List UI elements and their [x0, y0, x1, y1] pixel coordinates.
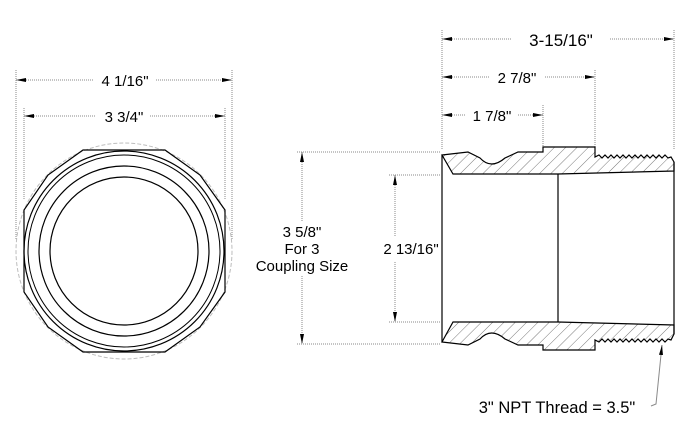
- end-view-extension-lines: [15, 70, 233, 240]
- inner-height-label: 2 13/16": [383, 241, 438, 258]
- groove-ring: [38, 165, 210, 337]
- outer-ring: [23, 150, 225, 352]
- flat-width-dimension: 3 3/4": [24, 109, 225, 126]
- npt-thread-label: 3" NPT Thread = 3.5": [479, 399, 636, 417]
- overall-length-label: 3-15/16": [529, 31, 593, 50]
- inner-height-dimension: 2 13/16": [383, 175, 439, 322]
- side-view-extension-lines: [297, 30, 675, 345]
- coupling-size-note: Coupling Size: [256, 258, 349, 275]
- bottom-wall-section: [441, 321, 675, 351]
- thread-start-label: 2 7/8": [498, 70, 537, 87]
- coupling-cross-section: [441, 146, 675, 351]
- overall-width-dimension: 4 1/16": [16, 73, 232, 90]
- thread-ring: [27, 154, 221, 348]
- overall-length-dimension: 3-15/16": [442, 31, 674, 50]
- outer-height-dimension: 3 5/8" For 3 Coupling Size: [256, 152, 349, 344]
- groove-step-label: 1 7/8": [473, 108, 512, 125]
- bore-circle: [49, 176, 199, 326]
- thread-start-dimension: 2 7/8": [442, 70, 595, 87]
- outer-height-label: 3 5/8": [283, 224, 322, 241]
- side-view: 3-15/16" 2 7/8" 1 7/8" 3 5/8" For 3 Coup…: [256, 30, 675, 417]
- groove-step-dimension: 1 7/8": [442, 108, 543, 125]
- phantom-outer-circle: [15, 142, 233, 360]
- outer-height-note: For 3: [284, 241, 319, 258]
- flat-width-label: 3 3/4": [105, 109, 144, 126]
- top-wall-section: [441, 146, 675, 175]
- npt-thread-callout: 3" NPT Thread = 3.5": [479, 344, 663, 417]
- overall-width-label: 4 1/16": [101, 73, 148, 90]
- end-view: 4 1/16" 3 3/4": [15, 70, 233, 360]
- hex-body: [23, 149, 226, 353]
